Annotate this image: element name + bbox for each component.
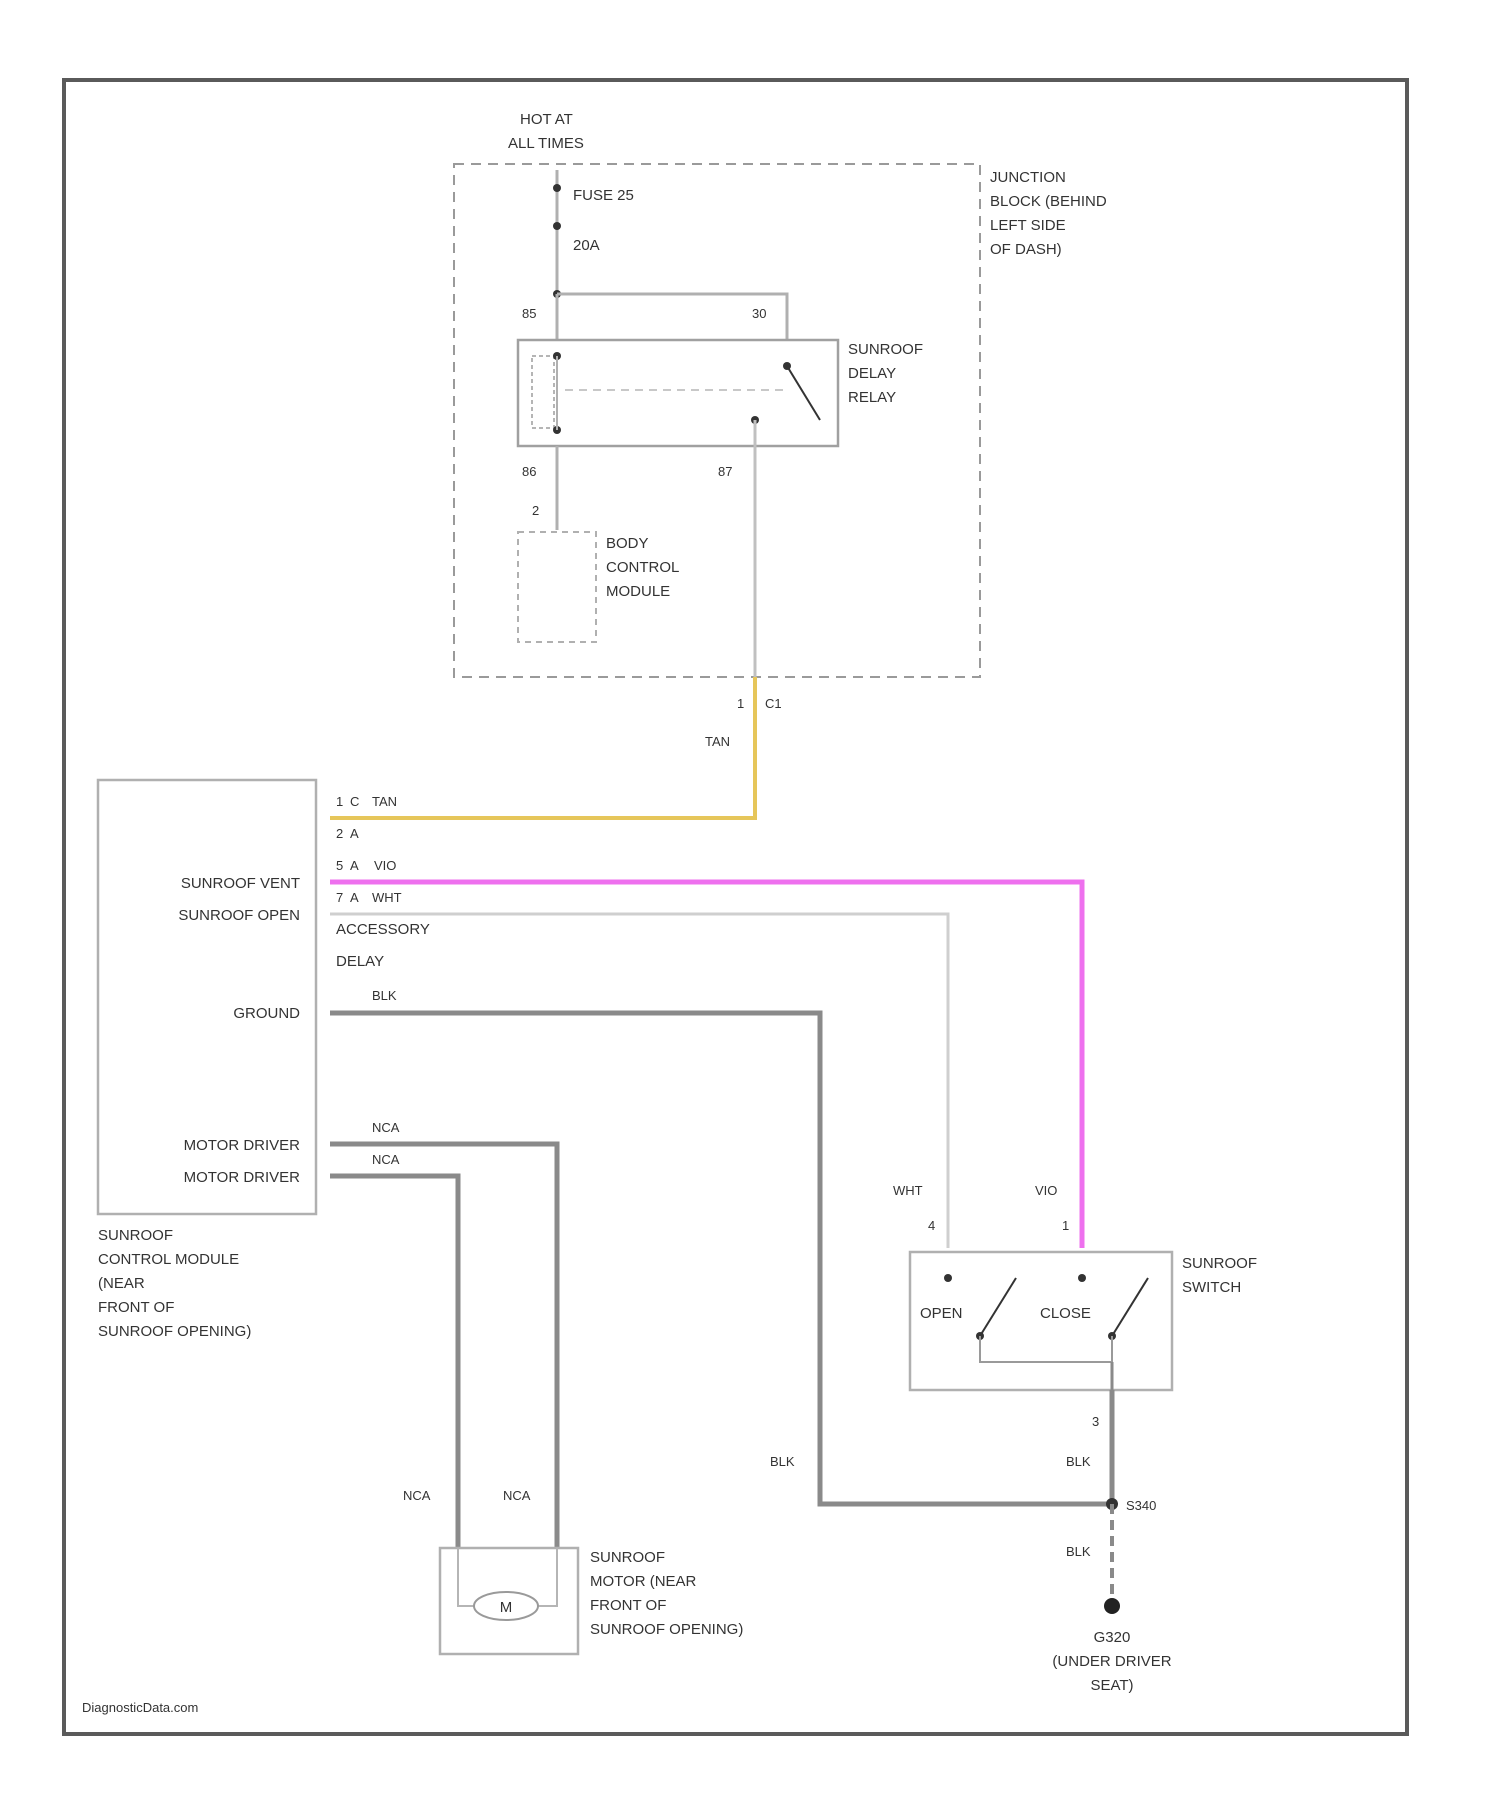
fuse-rating: 20A bbox=[573, 237, 600, 254]
relay-pin-87: 87 bbox=[718, 464, 732, 479]
ground-label-3: SEAT) bbox=[1090, 1677, 1133, 1694]
module-pin-7: 7 bbox=[336, 890, 343, 905]
switch-close-dot-top bbox=[1078, 1274, 1086, 1282]
module-pin-2: 2 bbox=[336, 826, 343, 841]
hot-label-line1: HOT AT bbox=[520, 111, 573, 128]
white-wire bbox=[330, 914, 948, 1248]
module-label-accessory: ACCESSORY bbox=[336, 921, 430, 938]
module-label-motor1: MOTOR DRIVER bbox=[184, 1137, 301, 1154]
nca-wire-2 bbox=[330, 1176, 458, 1548]
motor-name-4: SUNROOF OPENING) bbox=[590, 1621, 743, 1638]
hot-label-line2: ALL TIMES bbox=[508, 135, 584, 152]
wire-blk-label-ground: BLK bbox=[770, 1454, 795, 1469]
wire-tan-label-vertical: TAN bbox=[705, 734, 730, 749]
violet-wire bbox=[330, 882, 1082, 1248]
wire-wht-label: WHT bbox=[372, 890, 402, 905]
switch-close-blade bbox=[1112, 1278, 1148, 1336]
wire-blk-label-switch: BLK bbox=[1066, 1454, 1091, 1469]
relay-pin-86: 86 bbox=[522, 464, 536, 479]
module-name-2: CONTROL MODULE bbox=[98, 1251, 239, 1268]
motor-name-2: MOTOR (NEAR bbox=[590, 1573, 697, 1590]
module-label-ground: GROUND bbox=[233, 1005, 300, 1022]
switch-common-wire bbox=[980, 1336, 1112, 1362]
junction-block-label-3: LEFT SIDE bbox=[990, 217, 1066, 234]
relay-name-1: SUNROOF bbox=[848, 341, 923, 358]
bcm-label-2: CONTROL bbox=[606, 559, 679, 576]
wire-nca-label-2: NCA bbox=[372, 1152, 400, 1167]
fuse-dot-top bbox=[553, 184, 561, 192]
module-name-3: (NEAR bbox=[98, 1275, 145, 1292]
switch-name-1: SUNROOF bbox=[1182, 1255, 1257, 1272]
motor-lead-right bbox=[538, 1548, 557, 1606]
wire-nca-label-motor-right: NCA bbox=[503, 1488, 531, 1503]
switch-label-open: OPEN bbox=[920, 1305, 963, 1322]
bcm-label-3: MODULE bbox=[606, 583, 670, 600]
switch-label-close: CLOSE bbox=[1040, 1305, 1091, 1322]
relay-pin-85: 85 bbox=[522, 306, 536, 321]
fuse-dot-bottom bbox=[553, 222, 561, 230]
junction-block-label-2: BLOCK (BEHIND bbox=[990, 193, 1107, 210]
module-label-motor2: MOTOR DRIVER bbox=[184, 1169, 301, 1186]
switch-name-2: SWITCH bbox=[1182, 1279, 1241, 1296]
ground-label-1: G320 bbox=[1094, 1629, 1131, 1646]
wire-blk-label-module: BLK bbox=[372, 988, 397, 1003]
ground-label-2: (UNDER DRIVER bbox=[1052, 1653, 1171, 1670]
junction-block-label-1: JUNCTION bbox=[990, 169, 1066, 186]
wire-nca-label-motor-left: NCA bbox=[403, 1488, 431, 1503]
ground-point-dot bbox=[1104, 1598, 1120, 1614]
module-pin-1: 1 bbox=[336, 794, 343, 809]
module-pin-5-suffix: A bbox=[350, 858, 359, 873]
bcm-label-1: BODY bbox=[606, 535, 649, 552]
motor-lead-left bbox=[458, 1548, 474, 1606]
module-label-vent: SUNROOF VENT bbox=[181, 875, 300, 892]
module-pin-5: 5 bbox=[336, 858, 343, 873]
relay-pin-30: 30 bbox=[752, 306, 766, 321]
footer-watermark: DiagnosticData.com bbox=[82, 1700, 198, 1715]
relay-coil bbox=[532, 356, 554, 428]
module-name-5: SUNROOF OPENING) bbox=[98, 1323, 251, 1340]
fuse-label: FUSE 25 bbox=[573, 187, 634, 204]
wire-blk-label-g320: BLK bbox=[1066, 1544, 1091, 1559]
module-label-delay: DELAY bbox=[336, 953, 384, 970]
bcm-pin: 2 bbox=[532, 503, 539, 518]
relay-name-2: DELAY bbox=[848, 365, 896, 382]
wire-vio-label: VIO bbox=[374, 858, 396, 873]
junction-block-label-4: OF DASH) bbox=[990, 241, 1062, 258]
switch-pin-3: 3 bbox=[1092, 1414, 1099, 1429]
motor-name-3: FRONT OF bbox=[590, 1597, 666, 1614]
module-pin-2-suffix: A bbox=[350, 826, 359, 841]
switch-open-blade bbox=[980, 1278, 1016, 1336]
module-pin-7-suffix: A bbox=[350, 890, 359, 905]
switch-open-dot-top bbox=[944, 1274, 952, 1282]
sunroof-delay-relay bbox=[518, 340, 838, 446]
connector-c1: C1 bbox=[765, 696, 782, 711]
splice-label: S340 bbox=[1126, 1498, 1156, 1513]
wire-vio-label-switch: VIO bbox=[1035, 1183, 1057, 1198]
switch-pin-4: 4 bbox=[928, 1218, 935, 1233]
connector-c1-pin: 1 bbox=[737, 696, 744, 711]
black-ground-wire bbox=[330, 1013, 1112, 1504]
wire-wht-label-switch: WHT bbox=[893, 1183, 923, 1198]
relay-switch-blade bbox=[787, 366, 820, 420]
motor-name-1: SUNROOF bbox=[590, 1549, 665, 1566]
module-name-1: SUNROOF bbox=[98, 1227, 173, 1244]
module-name-4: FRONT OF bbox=[98, 1299, 174, 1316]
module-pin-1-suffix: C bbox=[350, 794, 359, 809]
wire-tan-label: TAN bbox=[372, 794, 397, 809]
body-control-module bbox=[518, 532, 596, 642]
module-label-open: SUNROOF OPEN bbox=[178, 907, 300, 924]
relay-name-3: RELAY bbox=[848, 389, 896, 406]
motor-symbol: M bbox=[500, 1599, 513, 1616]
wire-nca-label-1: NCA bbox=[372, 1120, 400, 1135]
switch-pin-1: 1 bbox=[1062, 1218, 1069, 1233]
junction-block-outline bbox=[454, 164, 980, 677]
